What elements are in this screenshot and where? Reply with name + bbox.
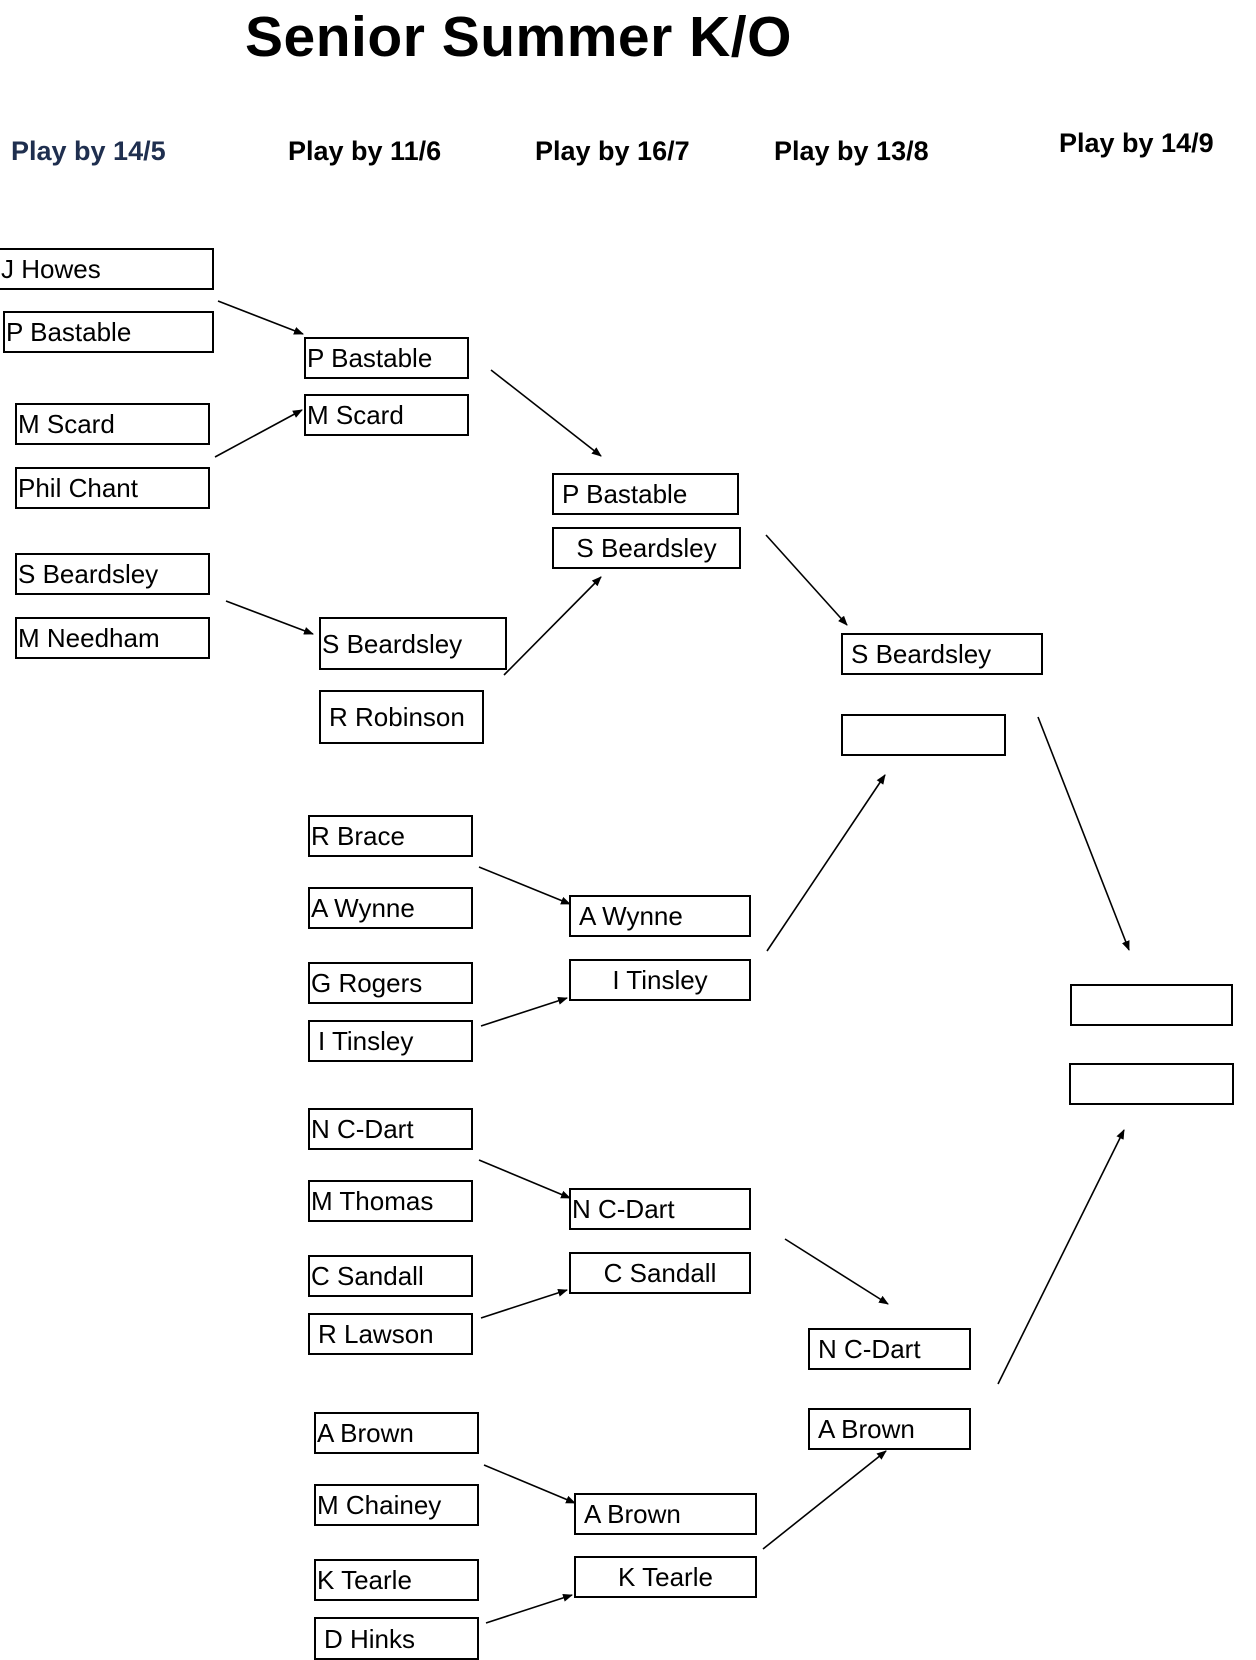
arrow-r2-8 [485, 1593, 573, 1624]
final-slot-2 [1069, 1063, 1234, 1105]
player-slot-r2-4: R Robinson [319, 690, 484, 744]
player-slot-r2-13: A Brown [314, 1412, 479, 1454]
player-slot-r2-15: K Tearle [314, 1559, 479, 1601]
player-slot-r3-6: C Sandall [569, 1252, 751, 1294]
arrow-r2-4 [480, 996, 568, 1027]
player-slot-r2-10: M Thomas [308, 1180, 473, 1222]
arrow-r1-1 [217, 300, 304, 335]
arrow-r3-4 [762, 1450, 887, 1550]
arrow-r2-2 [503, 576, 602, 676]
player-slot-r1-6: M Needham [15, 617, 210, 659]
player-slot-r3-8: K Tearle [574, 1556, 757, 1598]
round-1-header: Play by 14/5 [11, 136, 166, 166]
arrow-r4-1 [1037, 716, 1130, 951]
player-slot-r2-14: M Chainey [314, 1484, 479, 1526]
player-slot-r2-5: R Brace [308, 815, 473, 857]
arrow-r2-7 [483, 1464, 576, 1504]
arrow-r3-2 [766, 774, 886, 952]
arrow-r2-1 [490, 369, 602, 457]
arrow-r4-2 [997, 1129, 1125, 1385]
arrow-r2-5 [478, 1159, 571, 1199]
round-4-header: Play by 13/8 [774, 136, 929, 166]
final-slot-1 [1070, 984, 1233, 1026]
arrow-r3-3 [784, 1238, 889, 1305]
player-slot-r1-2: P Bastable [3, 311, 214, 353]
player-slot-r3-5: N C-Dart [569, 1188, 751, 1230]
player-slot-r4-1: S Beardsley [841, 633, 1043, 675]
player-slot-r2-16: D Hinks [314, 1617, 479, 1660]
player-slot-r3-3: A Wynne [569, 895, 751, 937]
round-3-header: Play by 16/7 [535, 136, 690, 166]
player-slot-r2-11: C Sandall [308, 1255, 473, 1297]
round-2-header: Play by 11/6 [288, 136, 442, 166]
player-slot-r2-1: P Bastable [304, 337, 469, 379]
player-slot-r2-9: N C-Dart [308, 1108, 473, 1150]
player-slot-r2-3: S Beardsley [319, 617, 507, 670]
round-5-header: Play by 14/9 [1059, 128, 1214, 158]
arrow-r2-3 [478, 866, 571, 905]
player-slot-r2-6: A Wynne [308, 887, 473, 929]
arrow-r2-6 [480, 1288, 568, 1319]
player-slot-r2-2: M Scard [304, 394, 469, 436]
player-slot-r3-2: S Beardsley [552, 527, 741, 569]
player-slot-r3-4: I Tinsley [569, 959, 751, 1001]
player-slot-r2-7: G Rogers [308, 962, 473, 1004]
arrow-r1-3 [225, 600, 314, 635]
player-slot-r4-4: A Brown [808, 1408, 971, 1450]
player-slot-r1-5: S Beardsley [15, 553, 210, 595]
player-slot-r4-3: N C-Dart [808, 1328, 971, 1370]
player-slot-r1-3: M Scard [15, 403, 210, 445]
player-slot-r4-2 [841, 714, 1006, 756]
player-slot-r1-1: J Howes [0, 248, 214, 290]
player-slot-r2-8: I Tinsley [308, 1020, 473, 1062]
arrow-r1-2 [214, 409, 303, 458]
player-slot-r1-4: Phil Chant [15, 467, 210, 509]
arrow-r3-1 [765, 534, 848, 626]
player-slot-r3-7: A Brown [574, 1493, 757, 1535]
player-slot-r3-1: P Bastable [552, 473, 739, 515]
page-title: Senior Summer K/O [245, 5, 792, 69]
player-slot-r2-12: R Lawson [308, 1313, 473, 1355]
